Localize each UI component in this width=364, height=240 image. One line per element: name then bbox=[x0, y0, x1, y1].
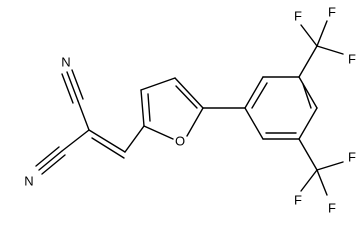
benzene-bond-4 bbox=[298, 107, 318, 140]
furan-bond-o-c2 bbox=[143, 125, 174, 140]
nitrile-bottom-triple-bond-2 bbox=[35, 146, 60, 167]
furan-ring: O bbox=[124, 77, 204, 153]
cf3-top-f-bond-1 bbox=[300, 24, 318, 47]
nitrile-bottom-triple-bond-1 bbox=[38, 150, 63, 171]
cf3-top-fluorine-2-label: F bbox=[328, 5, 336, 20]
aryl-to-cf3-bottom-bond bbox=[298, 138, 318, 171]
vinyl-to-furan-bond bbox=[124, 125, 145, 153]
benzene-bond-1 bbox=[244, 76, 264, 109]
nitrile-top-single-bond bbox=[77, 100, 90, 131]
nitrile-top-nitrogen-label: N bbox=[61, 55, 70, 70]
nitrile-bottom-single-bond bbox=[61, 129, 90, 152]
nitrile-bottom-triple-bond-3 bbox=[41, 154, 66, 175]
benzene-ring bbox=[244, 76, 318, 140]
nitrile-top-triple-bond-1 bbox=[71, 69, 84, 100]
benzene-bond-6 bbox=[244, 107, 264, 140]
nitrile-bottom-nitrogen-label: N bbox=[24, 174, 33, 189]
chemical-structure-diagram: N N O F F F bbox=[24, 5, 356, 216]
cf3-bottom-f-bond-1 bbox=[316, 161, 344, 171]
benzene-bond-3 bbox=[298, 76, 318, 109]
cf3-top-f-bond-3 bbox=[316, 45, 344, 55]
nitrile-top-triple-bond-3 bbox=[61, 73, 74, 104]
cf3-bottom-f-bond-2 bbox=[300, 169, 318, 192]
nitrile-top-triple-bond-2 bbox=[66, 71, 79, 102]
furan-bond-c2-c3 bbox=[140, 89, 145, 127]
cf3-bottom-fluorine-2-label: F bbox=[294, 193, 302, 208]
cf3-top-fluorine-3-label: F bbox=[348, 52, 356, 67]
furan-oxygen-label: O bbox=[175, 134, 185, 149]
benzene-inner-bond-2 bbox=[302, 83, 312, 109]
dicyanovinyl-group: N N bbox=[24, 55, 126, 189]
cf3-bottom-fluorine-3-label: F bbox=[328, 201, 336, 216]
cf3-bottom-f-bond-3 bbox=[316, 169, 328, 196]
vinyl-double-bond-2 bbox=[91, 137, 125, 159]
trifluoromethyl-group-top: F F F bbox=[294, 5, 356, 78]
cf3-top-f-bond-2 bbox=[316, 20, 328, 47]
furan-bond-c3-c4 bbox=[140, 77, 176, 91]
cf3-bottom-fluorine-1-label: F bbox=[348, 150, 356, 165]
furan-bond-c4-c5-inner bbox=[175, 85, 198, 109]
vinyl-double-bond-1 bbox=[88, 129, 126, 153]
furan-bond-c2-c3-inner bbox=[147, 93, 151, 122]
cf3-top-fluorine-1-label: F bbox=[294, 9, 302, 24]
benzene-inner-bond-1 bbox=[251, 82, 268, 109]
aryl-to-cf3-top-bond bbox=[298, 45, 318, 78]
trifluoromethyl-group-bottom: F F F bbox=[294, 138, 356, 216]
furan-bond-c5-o bbox=[186, 107, 204, 137]
furan-bond-c4-c5 bbox=[174, 77, 204, 109]
